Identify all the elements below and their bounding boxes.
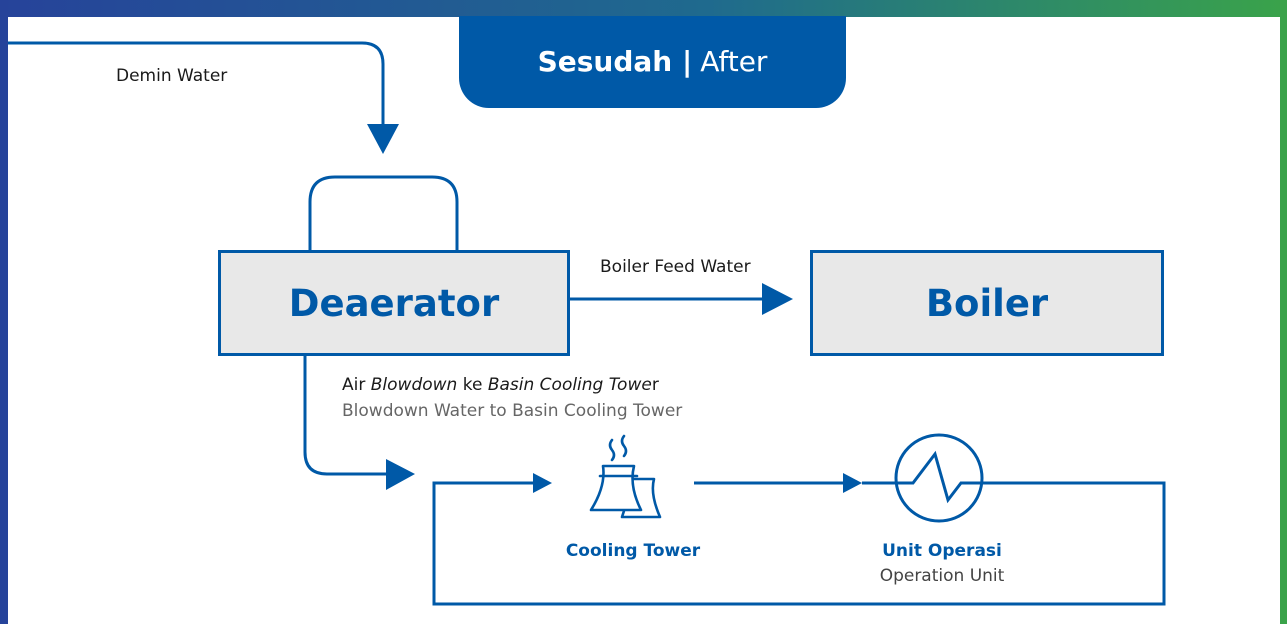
heat-exchanger-icon: [862, 433, 987, 523]
demin-water-line: [8, 41, 385, 128]
operation-unit-label: Operation Unit: [879, 566, 1005, 586]
boiler-box: Boiler: [810, 250, 1164, 356]
frame-top: [0, 0, 1287, 17]
header-tab: Sesudah | After: [459, 16, 846, 108]
header-title-regular: After: [700, 45, 768, 78]
deaerator-dome: [308, 175, 459, 250]
boiler-label: Boiler: [925, 281, 1049, 325]
blowdown-label-en: Blowdown Water to Basin Cooling Tower: [342, 401, 683, 421]
cooling-tower-icon: [589, 434, 662, 519]
blowdown-arrowhead: [386, 459, 415, 490]
unit-operasi-label: Unit Operasi: [882, 541, 1002, 561]
deaerator-box: Deaerator: [218, 250, 570, 356]
demin-water-label: Demin Water: [116, 66, 228, 86]
header-separator: |: [681, 45, 693, 78]
boiler-feed-arrowhead: [762, 283, 793, 315]
cooling-loop-bottom: [432, 481, 1166, 606]
blowdown-line: [303, 356, 393, 476]
boiler-feed-water-label: Boiler Feed Water: [600, 257, 751, 277]
cooling-tower-label: Cooling Tower: [565, 541, 701, 561]
header-title-bold: Sesudah: [537, 45, 673, 78]
demin-water-arrowhead: [367, 124, 399, 154]
frame-left: [0, 0, 8, 624]
deaerator-label: Deaerator: [288, 281, 500, 325]
blowdown-label-id: Air Blowdown ke Basin Cooling Tower: [342, 375, 659, 395]
frame-right: [1280, 0, 1287, 624]
tower-to-unit-arrowhead: [843, 473, 862, 493]
loop-arrowhead-left: [533, 473, 552, 493]
